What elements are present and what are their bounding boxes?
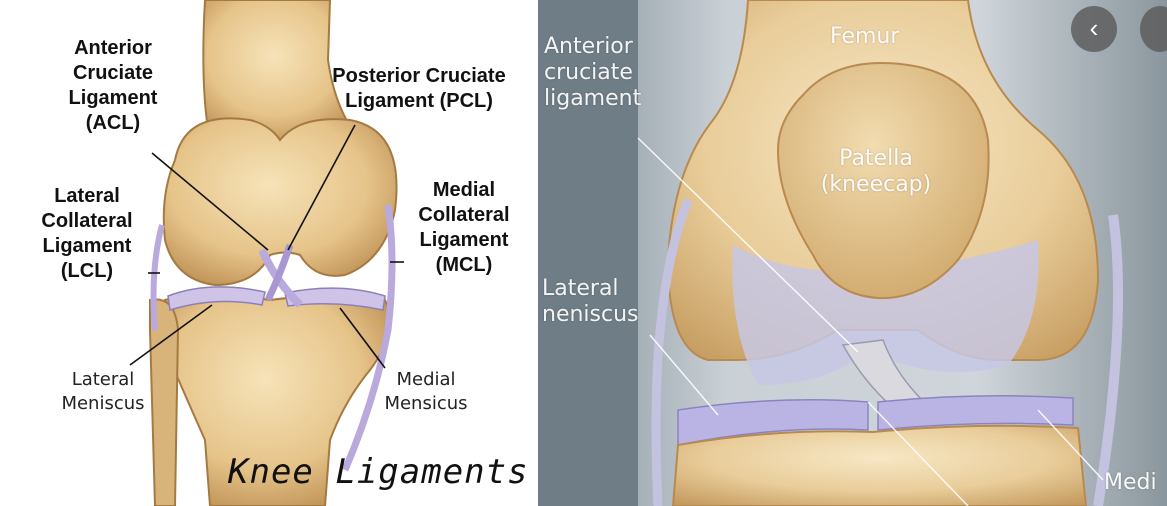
femur-label: Femur <box>830 24 899 50</box>
mcl-label-line-1: Medial <box>404 178 524 203</box>
lcl-label: Lateral Collateral Ligament (LCL) <box>22 184 152 284</box>
medial-meniscus-label: Medial Mensicus <box>370 368 482 416</box>
previous-image-button[interactable]: ‹ <box>1071 6 1117 52</box>
right-medial-label: Medi <box>1104 470 1157 496</box>
lcl-label-line-1: Lateral <box>22 184 152 209</box>
acl-label: Anterior Cruciate Ligament (ACL) <box>58 36 168 136</box>
right-lateral-meniscus-line-2: neniscus <box>542 302 639 328</box>
lcl-label-line-2: Collateral <box>22 209 152 234</box>
acl-label-line-1: Anterior <box>58 36 168 61</box>
lcl-label-line-4: (LCL) <box>22 259 152 284</box>
tibia-bone-right <box>673 426 1086 506</box>
mcl-label-line-3: Ligament <box>404 228 524 253</box>
femoral-condyles <box>164 118 397 285</box>
medial-meniscus-line-1: Medial <box>370 368 482 392</box>
knee-anterior-view: Femur Anterior cruciate ligament Patella… <box>538 0 1167 506</box>
acl-label-line-3: Ligament <box>58 86 168 111</box>
lcl-label-line-3: Ligament <box>22 234 152 259</box>
right-acl-line-1: Anterior <box>544 34 641 60</box>
right-acl-label: Anterior cruciate ligament <box>544 34 641 112</box>
right-lateral-meniscus-line-1: Lateral <box>542 276 639 302</box>
knee-ligaments-diagram: Anterior Cruciate Ligament (ACL) Posteri… <box>0 0 538 506</box>
acl-label-line-4: (ACL) <box>58 111 168 136</box>
chevron-left-icon: ‹ <box>1090 13 1099 43</box>
acl-label-line-2: Cruciate <box>58 61 168 86</box>
knee-ligaments-title: Knee Ligaments <box>228 452 529 492</box>
lateral-meniscus-line-2: Meniscus <box>48 392 158 416</box>
pcl-label-line-1: Posterior Cruciate <box>308 64 530 89</box>
mcl-label-line-2: Collateral <box>404 203 524 228</box>
lateral-meniscus-label: Lateral Meniscus <box>48 368 158 416</box>
right-acl-line-3: ligament <box>544 86 641 112</box>
mcl-label-line-4: (MCL) <box>404 253 524 278</box>
medial-meniscus-line-2: Mensicus <box>370 392 482 416</box>
patella-line-1: Patella <box>816 146 936 172</box>
pcl-label-line-2: Ligament (PCL) <box>308 89 530 114</box>
right-lateral-meniscus-label: Lateral neniscus <box>542 276 639 328</box>
patella-line-2: (kneecap) <box>816 172 936 198</box>
right-acl-line-2: cruciate <box>544 60 641 86</box>
pcl-label: Posterior Cruciate Ligament (PCL) <box>308 64 530 114</box>
lateral-meniscus-line-1: Lateral <box>48 368 158 392</box>
mcl-label: Medial Collateral Ligament (MCL) <box>404 178 524 278</box>
patella-label: Patella (kneecap) <box>816 146 936 198</box>
